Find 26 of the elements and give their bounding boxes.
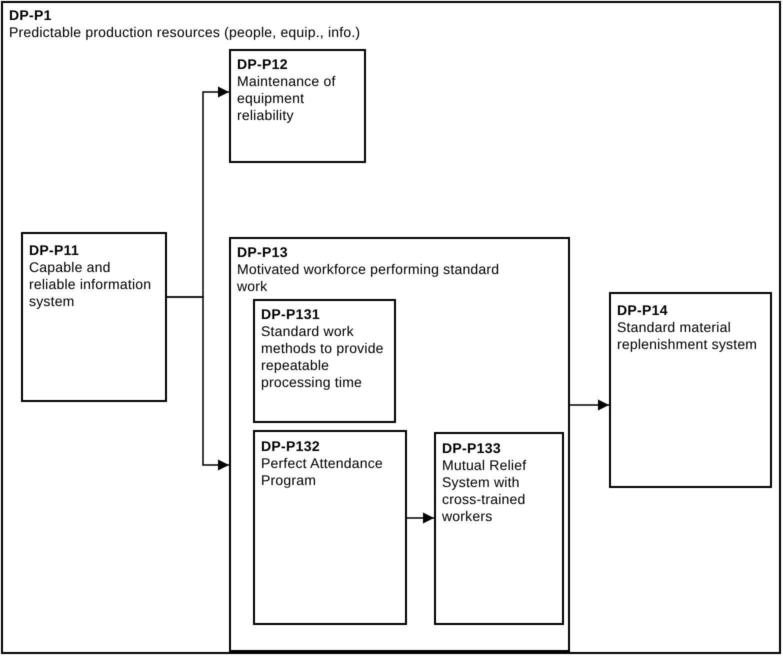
box-description: Capable and reliable information system [29, 259, 152, 310]
box-heading: DP-P12 [237, 56, 289, 73]
box-description: Perfect Attendance Program [261, 455, 384, 489]
process-box [253, 430, 407, 625]
process-box [229, 49, 366, 163]
box-description: Maintenance of equipment reliability [237, 73, 337, 124]
box-heading: DP-P132 [261, 438, 321, 455]
arrow [407, 512, 434, 524]
box-heading: DP-P13 [237, 244, 289, 261]
box-heading: DP-P14 [617, 302, 669, 319]
process-box [21, 232, 167, 402]
process-box [229, 237, 570, 652]
arrow [570, 400, 609, 410]
process-box [253, 299, 396, 423]
box-description: Motivated workforce performing standard work [237, 261, 500, 295]
box-description: Standard material replenishment system [617, 319, 758, 353]
box-heading: DP-P11 [29, 242, 80, 259]
box-heading: DP-P131 [261, 306, 321, 323]
box-heading: DP-P1 [9, 7, 53, 24]
box-description: Mutual Relief System with cross-trained workers [442, 457, 528, 525]
arrow [167, 296, 229, 470]
process-box [434, 432, 564, 625]
box-heading: DP-P133 [442, 440, 502, 457]
box-description: Predictable production resources (people, equip., info.) [9, 24, 362, 41]
box-description: Standard work methods to provide repeatable processing time [261, 323, 385, 391]
process-box [609, 292, 772, 488]
